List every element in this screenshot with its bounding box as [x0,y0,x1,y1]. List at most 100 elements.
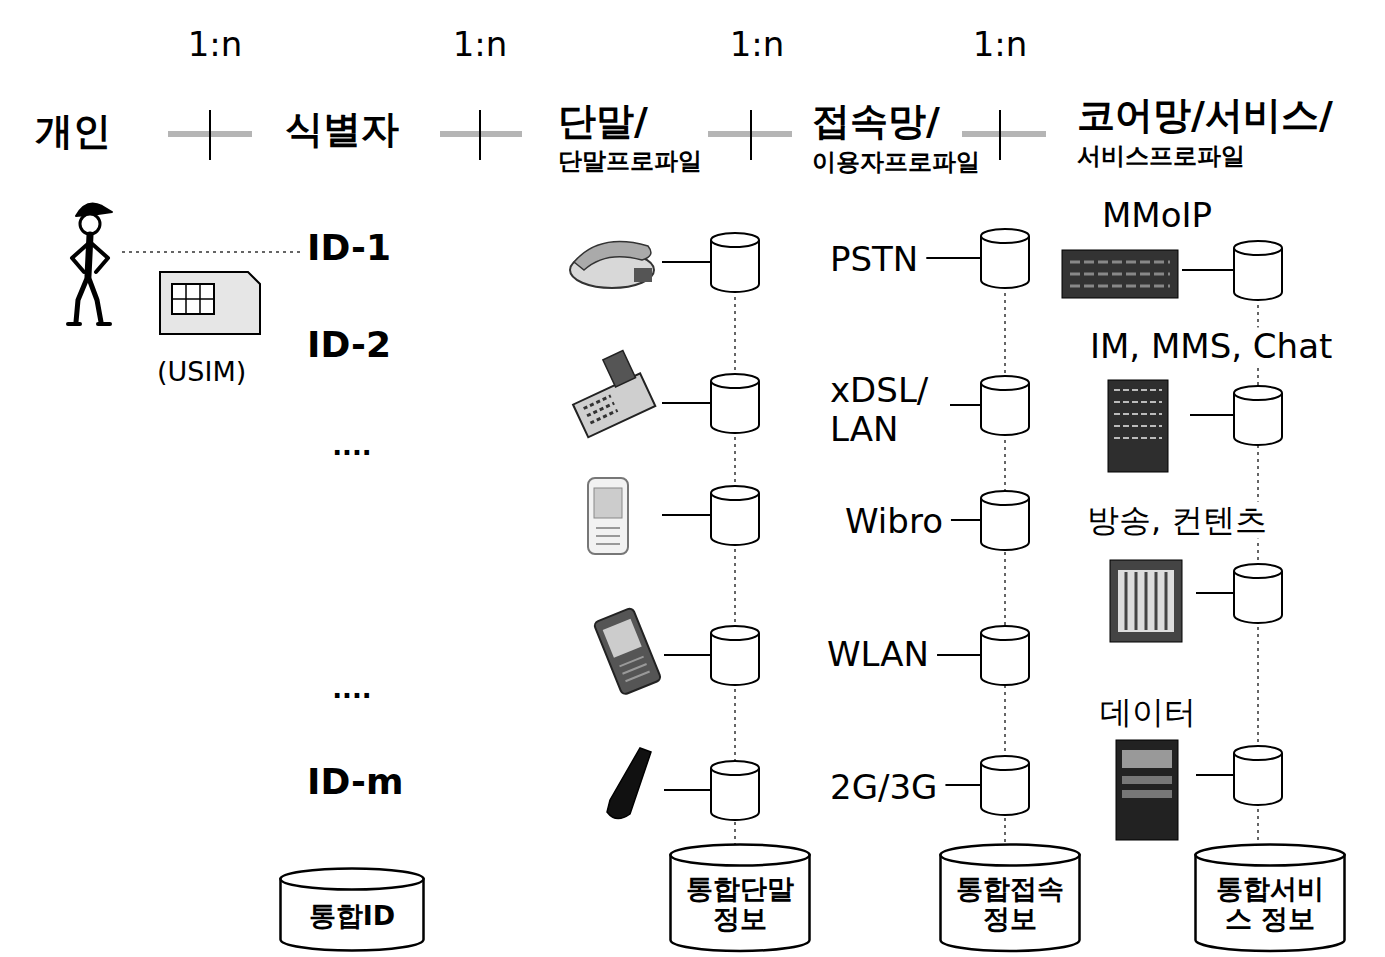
terminal-icon [594,488,622,518]
connector-line [951,519,980,521]
db-cylinder [981,491,1029,550]
cylinder-top [941,844,1080,865]
database-label: 통합단말 정보 [679,874,801,934]
db-cylinder [981,626,1029,685]
relation-line [962,131,1046,137]
server-icon [1122,776,1172,784]
column-header: 개인 [33,110,113,154]
column-header: 식별자 [283,108,401,152]
usim-card [160,272,260,334]
service-name: 방송, 컨텐츠 [1085,502,1269,539]
connector-line [937,654,980,656]
cylinder-top [281,869,424,890]
server-icon [1108,380,1168,472]
cardinality: 1:n [728,25,787,64]
person-icon [72,242,90,272]
db-cylinder [711,229,1282,820]
person-icon [68,204,112,324]
node-text: 통합단말 정보 [669,874,811,934]
db-cylinder [1234,386,1282,445]
node-text: 통합ID [299,901,405,931]
terminal-icon [607,748,651,819]
db-cylinder [711,761,759,820]
access-network: Wibro [843,502,945,541]
cylinder-top [671,844,810,865]
ellipsis: .... [330,675,374,705]
db-cylinder [711,374,759,433]
usim-card [172,284,214,314]
node-text: 통합서비스 정보 [1194,874,1346,934]
server-icon [1118,570,1174,632]
terminal-icon [561,348,655,437]
db-cylinder [711,233,759,292]
db-cylinder [1234,564,1282,623]
connector-line [945,784,980,786]
cardinality: 1:n [971,25,1030,64]
ellipsis: .... [330,432,374,462]
access-network: WLAN [825,635,931,674]
database-label: 통합ID [309,901,395,931]
identifier: ID-m [305,761,405,802]
relation-line [209,110,211,160]
relation-line [999,110,1001,160]
identifier: ID-1 [305,227,393,268]
database-cylinder: 통합단말 정보 [669,843,811,953]
column-header: 코어망/서비스/ [1075,94,1335,138]
dotted-line [122,251,300,253]
person-icon [90,242,108,272]
person-icon [80,214,100,234]
cylinder-body [671,855,810,951]
cylinder-body [1196,855,1345,951]
database-label: 통합서비스 정보 [1204,874,1336,934]
db-cylinder [1234,241,1282,300]
database-cylinder: 통합접속 정보 [939,843,1081,953]
db-cylinder [711,486,759,545]
connector-line [1196,592,1233,594]
terminal-icon [593,607,661,695]
terminal-icon [561,242,661,819]
connector-line [950,404,980,406]
db-cylinder [981,756,1029,815]
usim-card [172,284,214,314]
terminal-icon [593,607,661,695]
connector-line [1196,774,1233,776]
server-icon [1062,250,1178,298]
identifier: ID-2 [305,324,393,365]
connector-line [664,789,710,791]
column-subheader: 단말프로파일 [556,148,704,176]
person-icon [88,276,101,322]
terminal-icon [574,242,651,270]
terminal-icon [603,619,642,658]
server-icon [1110,560,1182,642]
terminal-icon [588,478,628,554]
usim-card [160,272,260,334]
node-text: 통합접속 정보 [939,874,1081,934]
person-icon [98,322,110,326]
column-header: 접속망/ [810,100,942,144]
terminal-icon [584,396,618,423]
relation-line [750,110,752,160]
terminal-icon [596,528,620,544]
server-icon [1122,750,1172,768]
connector-line [662,402,710,404]
connector-line [662,261,710,263]
database-label: 통합접속 정보 [949,874,1071,934]
connector-line [664,654,710,656]
connector-line [1182,269,1233,271]
server-icon [1114,390,1162,438]
cardinality: 1:n [451,25,510,64]
relation-line [479,110,481,160]
access-network: 2G/3G [828,768,939,807]
person-icon [68,322,80,326]
server-icon [1122,790,1172,798]
connector-line [926,257,980,259]
service-name: MMoIP [1100,196,1214,235]
server-icon [1126,572,1166,630]
database-cylinder: 통합서비스 정보 [1194,843,1346,953]
column-subheader: 서비스프로파일 [1075,143,1247,171]
server-icon [1070,262,1170,286]
cardinality: 1:n [186,25,245,64]
access-network: PSTN [828,240,920,279]
cylinder-body [941,855,1080,951]
